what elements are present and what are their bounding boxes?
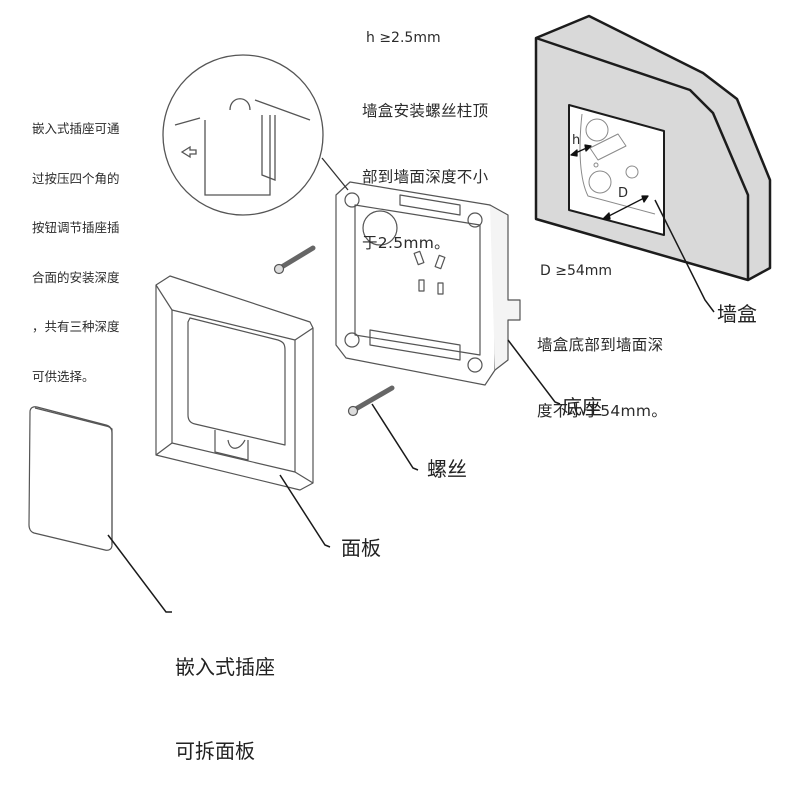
callout-wall-box: 墙盒 [717,302,757,326]
note-line: 于2.5mm。 [362,234,450,252]
callout-base: 底座 [562,395,602,419]
note-line: 部到墙面深度不小 [362,168,489,186]
note-line: 可供选择。 [32,368,95,384]
note-line: 合面的安装深度 [32,269,120,285]
note-line: 嵌入式插座可通 [32,121,120,136]
callout-removable-panel: 嵌入式插座 可拆面板 [175,597,275,793]
leader-removable-panel [107,534,172,613]
socket-base-illustration [335,181,521,386]
screw-lower [347,385,395,417]
d-requirement-text: 墙盒底部到墙面深 度不小于54mm。 [537,290,667,444]
dimension-d-label: D [618,186,629,201]
leader-screw [371,403,419,471]
screw-upper [273,245,316,275]
leader-wall-box [654,199,715,313]
wall-box-opening [568,104,665,236]
frame-illustration [155,275,314,491]
wall-front-edge [535,36,750,280]
d-requirement-title: D ≥54mm [540,263,613,279]
h-requirement-title: h ≥2.5mm [366,30,441,46]
removable-panel-illustration [28,406,113,551]
leader-base [507,339,561,405]
callout-screw: 螺丝 [427,457,467,481]
note-line: 过按压四个角的 [32,170,120,186]
diagram-canvas [28,14,772,613]
note-line: ，共有三种深度 [32,319,120,334]
callout-frame: 面板 [341,536,381,560]
note-line: 墙盒底部到墙面深 [537,336,664,354]
note-line: 按钮调节插座插 [32,220,120,235]
h-requirement-text: 墙盒安装螺丝柱顶 部到墙面深度不小 于2.5mm。 [362,56,488,276]
note-line: 度不小于54mm。 [537,402,668,420]
leader-lines [107,199,715,613]
leader-frame [279,474,331,548]
dimension-h-label: h [572,133,581,148]
detail-magnifier [162,54,349,216]
note-line: 墙盒安装螺丝柱顶 [362,102,489,120]
callout-line: 嵌入式插座 [175,655,275,679]
callout-line: 可拆面板 [175,739,255,763]
wall-box-illustration [534,14,772,282]
depth-adjust-note: 嵌入式插座可通 过按压四个角的 按钮调节插座插 合面的安装深度 ，共有三种深度 … [32,88,120,402]
